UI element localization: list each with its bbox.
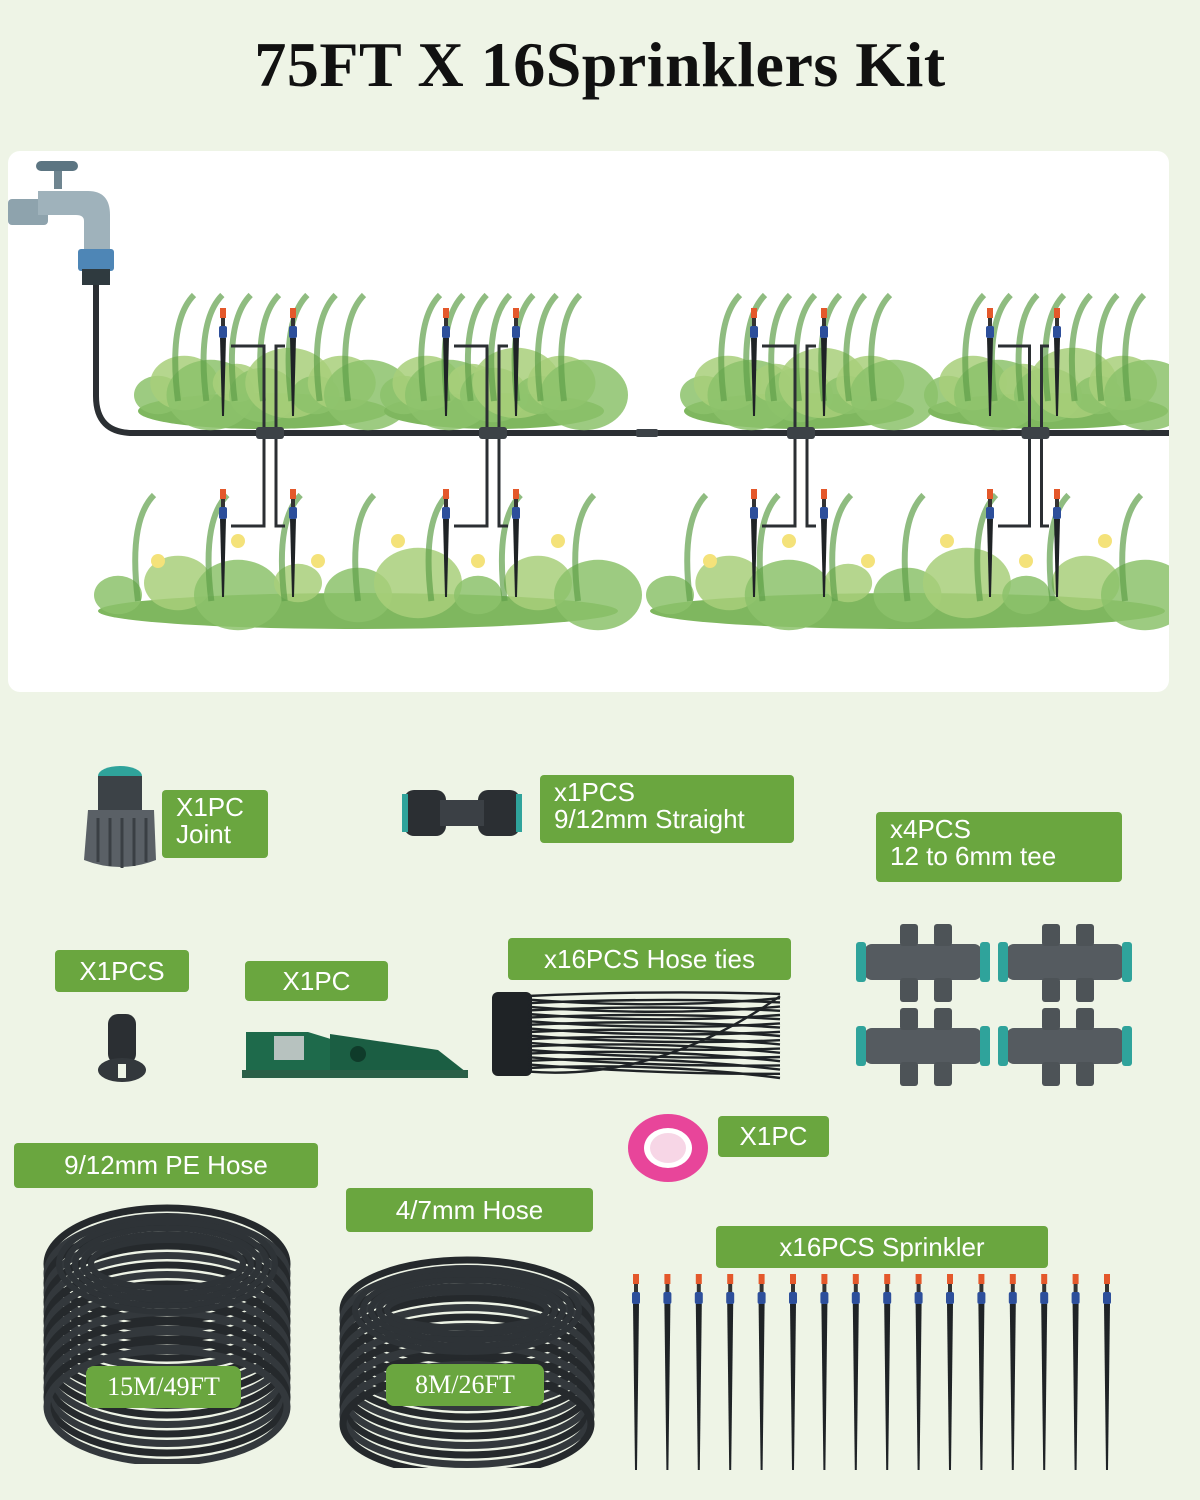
- straight-label: x1PCS 9/12mm Straight: [540, 775, 794, 843]
- sprinkler-icon: [512, 489, 520, 597]
- tape-label: X1PC: [718, 1116, 829, 1157]
- sprinkler-icon: [512, 308, 520, 416]
- sprinkler-icon: [1040, 1274, 1049, 1470]
- sprinkler-icon: [726, 1274, 735, 1470]
- plant-bed-icon: [680, 292, 938, 431]
- sprinkler-icon: [694, 1274, 703, 1470]
- installation-scene: [8, 151, 1169, 692]
- sprinkler-icon: [442, 489, 450, 597]
- sprinkler-icon: [442, 308, 450, 416]
- sprinkler-icon: [757, 1274, 766, 1470]
- page-title: 75FT X 16Sprinklers Kit: [254, 29, 946, 100]
- sprinkler-icon: [289, 489, 297, 597]
- plant-bed-icon: [924, 292, 1169, 431]
- small-hose-length: 8M/26FT: [386, 1364, 544, 1406]
- pe-hose-length: 15M/49FT: [86, 1366, 241, 1408]
- sprinkler-icon: [219, 489, 227, 597]
- tee-connector-icon: [1021, 427, 1050, 439]
- straight-qty: x1PCS: [554, 777, 635, 807]
- sprinkler-icon: [946, 1274, 954, 1470]
- joint-name: Joint: [176, 819, 231, 849]
- installation-diagram: [8, 161, 1169, 631]
- straight-connector-icon: [402, 790, 522, 836]
- sprinkler-icon: [750, 308, 758, 416]
- sprinkler-icon: [789, 1274, 797, 1470]
- end-plug-label: X1PCS: [55, 950, 189, 992]
- sprinkler-icon: [914, 1274, 923, 1470]
- sprinkler-icon: [820, 308, 828, 416]
- sprinkler-icon: [820, 489, 828, 597]
- tee-connector-icon: [787, 427, 815, 439]
- end-plug-icon: [98, 1014, 146, 1082]
- plant-bed-icon: [646, 492, 1169, 631]
- joint-qty: X1PC: [176, 792, 244, 822]
- cutter-label: X1PC: [245, 961, 388, 1001]
- sprinkler-icon: [851, 1274, 860, 1470]
- tee-connector-group: [856, 924, 1132, 1086]
- straight-connector-icon: [636, 429, 658, 437]
- sprinklers-label: x16PCS Sprinkler: [716, 1226, 1048, 1268]
- sprinkler-icon: [820, 1274, 829, 1470]
- hose-coil-icon: [339, 1256, 595, 1468]
- pipe-cutter-icon: [242, 1032, 468, 1078]
- sprinkler-icon: [883, 1274, 892, 1470]
- sprinkler-row: [632, 1274, 1111, 1470]
- tee-connector-icon: [856, 1008, 990, 1086]
- tee-connector-icon: [479, 427, 507, 439]
- sprinkler-icon: [986, 308, 994, 416]
- tee-label: x4PCS 12 to 6mm tee: [876, 812, 1122, 882]
- small-hose-label: 4/7mm Hose: [346, 1188, 593, 1232]
- tee-connector-icon: [856, 924, 990, 1002]
- sprinkler-icon: [663, 1274, 672, 1470]
- sprinkler-icon: [977, 1274, 986, 1470]
- tee-qty: x4PCS: [890, 814, 971, 844]
- tee-connector-icon: [998, 1008, 1132, 1086]
- sprinkler-icon: [219, 308, 227, 416]
- cable-tie-icon: [492, 991, 781, 1080]
- sprinkler-icon: [289, 308, 297, 416]
- hose-joint-icon: [84, 766, 156, 868]
- hose-ties-label: x16PCS Hose ties: [508, 938, 791, 980]
- thread-tape-icon: [628, 1114, 708, 1182]
- sprinkler-icon: [1053, 308, 1061, 416]
- straight-name: 9/12mm Straight: [554, 804, 745, 834]
- joint-label: X1PC Joint: [162, 790, 268, 858]
- hose-coil-icon: [43, 1204, 291, 1464]
- sprinkler-icon: [1103, 1274, 1111, 1470]
- sprinkler-icon: [1008, 1274, 1017, 1470]
- pe-hose-label: 9/12mm PE Hose: [14, 1143, 318, 1188]
- faucet-icon: [8, 161, 114, 285]
- tee-connector-icon: [998, 924, 1132, 1002]
- plant-bed-icon: [134, 292, 412, 431]
- main-hose-line: [93, 285, 1169, 436]
- tee-name: 12 to 6mm tee: [890, 841, 1057, 871]
- plant-bed-icon: [380, 292, 628, 431]
- sprinkler-icon: [632, 1274, 640, 1470]
- tee-connector-icon: [256, 427, 284, 439]
- plant-bed-icon: [94, 492, 642, 631]
- sprinkler-icon: [750, 489, 758, 597]
- sprinkler-icon: [1071, 1274, 1080, 1470]
- sprinkler-icon: [1053, 489, 1061, 597]
- sprinkler-icon: [986, 489, 994, 597]
